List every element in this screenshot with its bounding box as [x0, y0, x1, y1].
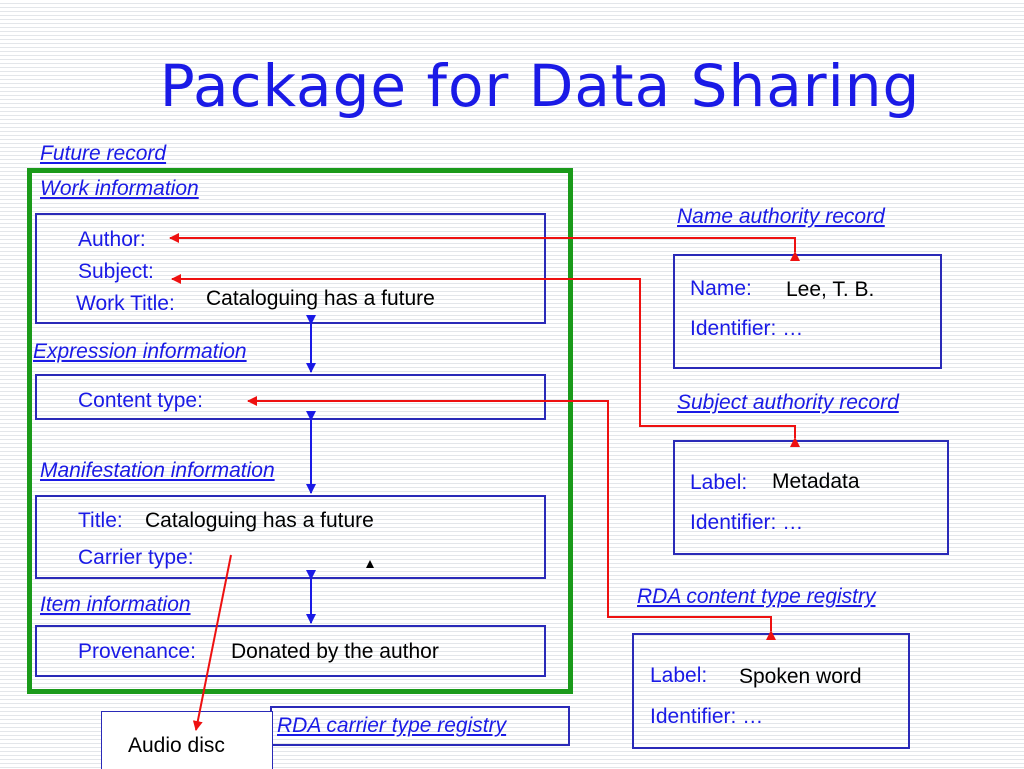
manifestation-title-value: Cataloguing has a future: [145, 509, 374, 532]
item-information-heading: Item information: [40, 593, 191, 616]
future-record-heading: Future record: [40, 142, 167, 165]
subject-authority-heading: Subject authority record: [677, 391, 899, 414]
work-title-value: Cataloguing has a future: [206, 287, 435, 310]
name-authority-box: [673, 254, 942, 369]
expression-information-heading: Expression information: [33, 340, 247, 363]
content-type-label: Content type:: [78, 389, 203, 412]
carrier-type-label: Carrier type:: [78, 546, 194, 569]
content-registry-box: [632, 633, 910, 749]
subject-authority-box: [673, 440, 949, 555]
content-registry-heading: RDA content type registry: [637, 585, 876, 608]
manifestation-title-label: Title:: [78, 509, 123, 532]
name-label: Name:: [690, 277, 752, 300]
name-authority-heading: Name authority record: [677, 205, 885, 228]
carrier-registry-heading: RDA carrier type registry: [277, 714, 507, 737]
subject-identifier: Identifier: …: [690, 511, 804, 534]
name-identifier: Identifier: …: [690, 317, 804, 340]
content-registry-label-label: Label:: [650, 664, 708, 687]
subject-label-value: Metadata: [772, 470, 860, 493]
name-value: Lee, T. B.: [786, 278, 875, 301]
provenance-value: Donated by the author: [231, 640, 439, 663]
work-title-label: Work Title:: [76, 292, 175, 315]
audio-disc-value: Audio disc: [128, 734, 225, 757]
provenance-label: Provenance:: [78, 640, 196, 663]
subject-label: Subject:: [78, 260, 154, 283]
manifestation-information-heading: Manifestation information: [40, 459, 275, 482]
subject-label-label: Label:: [690, 471, 748, 494]
author-label: Author:: [78, 228, 146, 251]
content-registry-identifier: Identifier: …: [650, 705, 764, 728]
content-registry-label-value: Spoken word: [739, 665, 862, 688]
audio-disc-box: [101, 711, 273, 769]
work-information-heading: Work information: [40, 177, 199, 200]
page-title: Package for Data Sharing: [159, 52, 921, 120]
